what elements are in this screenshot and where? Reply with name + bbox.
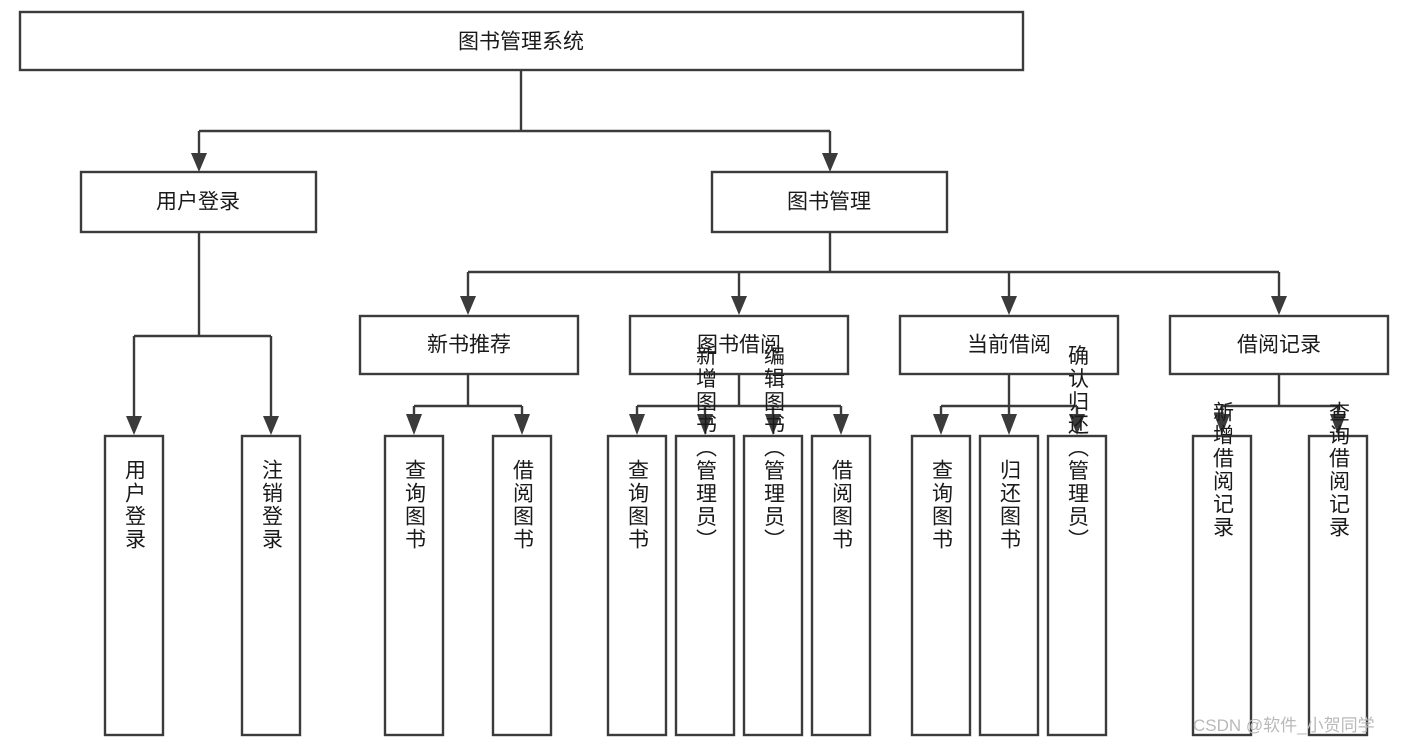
leaf-add-book-label: 新增图书（管理员）: [694, 345, 718, 552]
node-leaf-query-book-1[interactable]: 查询图书: [383, 434, 445, 737]
leaf-confirm-return-label: 确认归还（管理员）: [1066, 345, 1090, 552]
arrow-to-leaf-user-login: [126, 416, 142, 435]
root-label: 图书管理系统: [458, 31, 584, 54]
node-new-book-rec[interactable]: 新书推荐: [358, 314, 580, 376]
leaf-edit-book-label: 编辑图书（管理员）: [762, 345, 786, 552]
arrow-to-book-borrow: [731, 296, 747, 315]
leaf-logout-box[interactable]: [240, 434, 302, 737]
node-leaf-logout[interactable]: 注销登录: [240, 434, 302, 737]
connector-root-to-level2: [191, 70, 838, 172]
node-root[interactable]: 图书管理系统: [18, 10, 1025, 72]
arrow-to-leaf-add-book: [697, 414, 713, 435]
connector-user-login-to-leaves: [126, 232, 279, 435]
connector-new-book-rec-to-leaves: [406, 374, 530, 435]
leaf-query-book-2-box[interactable]: [606, 434, 668, 737]
arrow-to-leaf-borrow-book-1: [514, 414, 530, 435]
leaf-user-login-label: 用户登录: [123, 459, 147, 551]
node-leaf-user-login[interactable]: 用户登录: [103, 434, 165, 737]
arrow-to-leaf-add-record: [1214, 414, 1230, 435]
leaf-query-book-1-label: 查询图书: [403, 459, 427, 551]
connector-book-manage-to-level3: [460, 232, 1287, 315]
leaf-add-book-box[interactable]: [674, 434, 736, 737]
arrow-to-leaf-edit-book: [765, 414, 781, 435]
leaf-query-book-3-box[interactable]: [910, 434, 972, 737]
leaf-query-record-label: 查询借阅记录: [1327, 401, 1351, 539]
node-leaf-confirm-return[interactable]: 确认归还（管理员）: [1046, 345, 1108, 737]
user-login-label: 用户登录: [156, 191, 240, 214]
leaf-query-book-3-label: 查询图书: [930, 459, 954, 551]
arrow-to-book-manage: [822, 153, 838, 172]
current-borrow-box[interactable]: [898, 314, 1120, 376]
arrow-to-leaf-query-book-3: [933, 414, 949, 435]
new-book-rec-label: 新书推荐: [427, 334, 511, 357]
arrow-to-user-login: [191, 153, 207, 172]
arrow-to-leaf-borrow-book-2: [833, 414, 849, 435]
node-leaf-return-book[interactable]: 归还图书: [978, 434, 1040, 737]
csdn-watermark: CSDN @软件_小贺同学: [1193, 716, 1375, 735]
arrow-to-leaf-confirm-return: [1069, 414, 1085, 435]
leaf-borrow-book-2-box[interactable]: [810, 434, 872, 737]
node-current-borrow[interactable]: 当前借阅: [898, 314, 1120, 376]
node-leaf-edit-book[interactable]: 编辑图书（管理员）: [742, 345, 804, 737]
connector-current-borrow-to-leaves: [933, 374, 1085, 435]
leaf-borrow-book-1-label: 借阅图书: [511, 459, 535, 551]
current-borrow-label: 当前借阅: [967, 334, 1051, 357]
node-leaf-query-record[interactable]: 查询借阅记录: [1307, 401, 1369, 737]
leaf-add-record-box[interactable]: [1191, 434, 1253, 737]
leaf-query-book-1-box[interactable]: [383, 434, 445, 737]
arrow-to-new-book-rec: [460, 296, 476, 315]
leaf-return-book-label: 归还图书: [998, 459, 1022, 551]
node-leaf-borrow-book-2[interactable]: 借阅图书: [810, 434, 872, 737]
arrow-to-leaf-query-book-2: [629, 414, 645, 435]
node-leaf-add-record[interactable]: 新增借阅记录: [1191, 401, 1253, 737]
arrow-to-current-borrow: [1001, 296, 1017, 315]
connector-book-borrow-to-leaves: [629, 374, 849, 435]
borrow-record-box[interactable]: [1168, 314, 1390, 376]
connector-borrow-record-to-leaves: [1214, 374, 1346, 435]
node-leaf-add-book[interactable]: 新增图书（管理员）: [674, 345, 736, 737]
book-borrow-box[interactable]: [628, 314, 850, 376]
book-manage-box[interactable]: [710, 170, 949, 234]
node-book-manage[interactable]: 图书管理: [710, 170, 949, 234]
leaf-return-book-box[interactable]: [978, 434, 1040, 737]
leaf-borrow-book-1-box[interactable]: [491, 434, 553, 737]
node-borrow-record[interactable]: 借阅记录: [1168, 314, 1390, 376]
leaf-query-record-box[interactable]: [1307, 434, 1369, 737]
arrow-to-leaf-query-book-1: [406, 414, 422, 435]
leaf-confirm-return-box[interactable]: [1046, 434, 1108, 737]
arrow-to-leaf-return-book: [1001, 414, 1017, 435]
book-borrow-label: 图书借阅: [697, 334, 781, 357]
node-leaf-query-book-2[interactable]: 查询图书: [606, 434, 668, 737]
arrow-to-leaf-logout: [263, 416, 279, 435]
node-leaf-borrow-book-1[interactable]: 借阅图书: [491, 434, 553, 737]
book-manage-label: 图书管理: [787, 191, 871, 214]
node-book-borrow[interactable]: 图书借阅: [628, 314, 850, 376]
user-login-box[interactable]: [79, 170, 318, 234]
leaf-add-record-label: 新增借阅记录: [1211, 401, 1235, 539]
new-book-rec-box[interactable]: [358, 314, 580, 376]
borrow-record-label: 借阅记录: [1237, 334, 1321, 357]
leaf-edit-book-box[interactable]: [742, 434, 804, 737]
leaf-logout-label: 注销登录: [260, 459, 284, 551]
node-user-login[interactable]: 用户登录: [79, 170, 318, 234]
arrow-to-borrow-record: [1271, 296, 1287, 315]
arrow-to-leaf-query-record: [1330, 414, 1346, 435]
leaf-query-book-2-label: 查询图书: [626, 459, 650, 551]
leaf-borrow-book-2-label: 借阅图书: [830, 459, 854, 551]
leaf-user-login-box[interactable]: [103, 434, 165, 737]
root-box[interactable]: [18, 10, 1025, 72]
node-leaf-query-book-3[interactable]: 查询图书: [910, 434, 972, 737]
